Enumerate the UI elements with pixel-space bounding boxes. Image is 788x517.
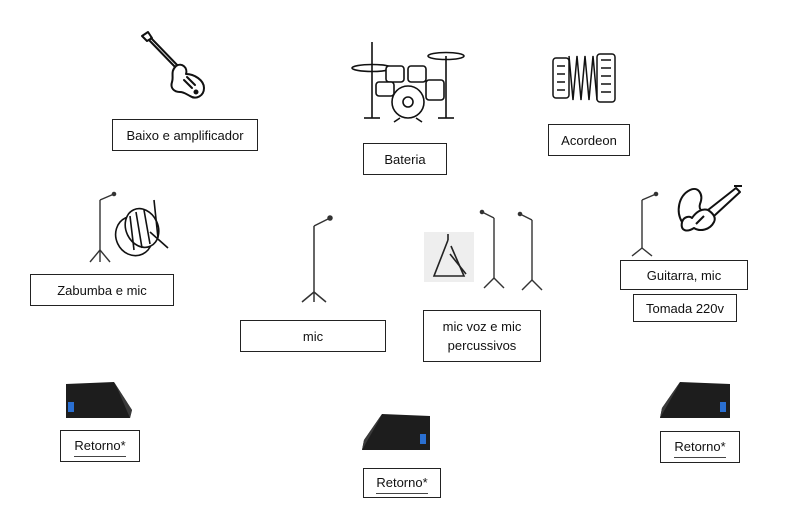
- label-mic-center: mic: [240, 320, 386, 352]
- label-bateria-text: Bateria: [384, 151, 426, 167]
- drum-kit-icon: [350, 38, 466, 123]
- mic-stand-icon: [626, 191, 660, 258]
- label-zabumba: Zabumba e mic: [30, 274, 174, 306]
- stage-monitor-icon: [658, 380, 734, 420]
- label-zabumba-text: Zabumba e mic: [57, 282, 147, 298]
- label-baixo: Baixo e amplificador: [112, 119, 258, 151]
- stage-monitor-icon: [360, 412, 434, 452]
- label-tomada-text: Tomada 220v: [645, 300, 725, 316]
- label-bateria: Bateria: [363, 143, 447, 175]
- label-retorno-left: Retorno*: [60, 430, 140, 462]
- label-retorno-center-text: Retorno*: [376, 473, 428, 494]
- mic-stand-icon: [86, 191, 122, 264]
- electric-guitar-icon: [674, 184, 744, 246]
- label-mic-voz-text: mic voz e mic percussivos: [442, 319, 522, 353]
- label-tomada: Tomada 220v: [633, 294, 737, 322]
- label-baixo-text: Baixo e amplificador: [126, 127, 244, 143]
- accordion-icon: [551, 52, 617, 104]
- label-retorno-left-text: Retorno*: [74, 436, 126, 457]
- label-guitarra-text: Guitarra, mic: [646, 267, 722, 283]
- label-retorno-center: Retorno*: [363, 468, 441, 498]
- label-retorno-right: Retorno*: [660, 431, 740, 463]
- triangle-icon: [424, 232, 474, 282]
- label-mic-voz: mic voz e mic percussivos: [423, 310, 541, 362]
- mic-stand-icon: [478, 209, 512, 290]
- mic-stand-icon: [296, 214, 338, 304]
- label-mic-center-text: mic: [302, 328, 324, 344]
- zabumba-drum-icon: [112, 198, 172, 258]
- label-acordeon: Acordeon: [548, 124, 630, 156]
- label-guitarra: Guitarra, mic: [620, 260, 748, 290]
- bass-guitar-icon: [138, 30, 212, 102]
- mic-stand-icon: [516, 211, 550, 292]
- label-retorno-right-text: Retorno*: [674, 437, 726, 458]
- label-acordeon-text: Acordeon: [561, 132, 617, 148]
- stage-monitor-icon: [62, 380, 134, 420]
